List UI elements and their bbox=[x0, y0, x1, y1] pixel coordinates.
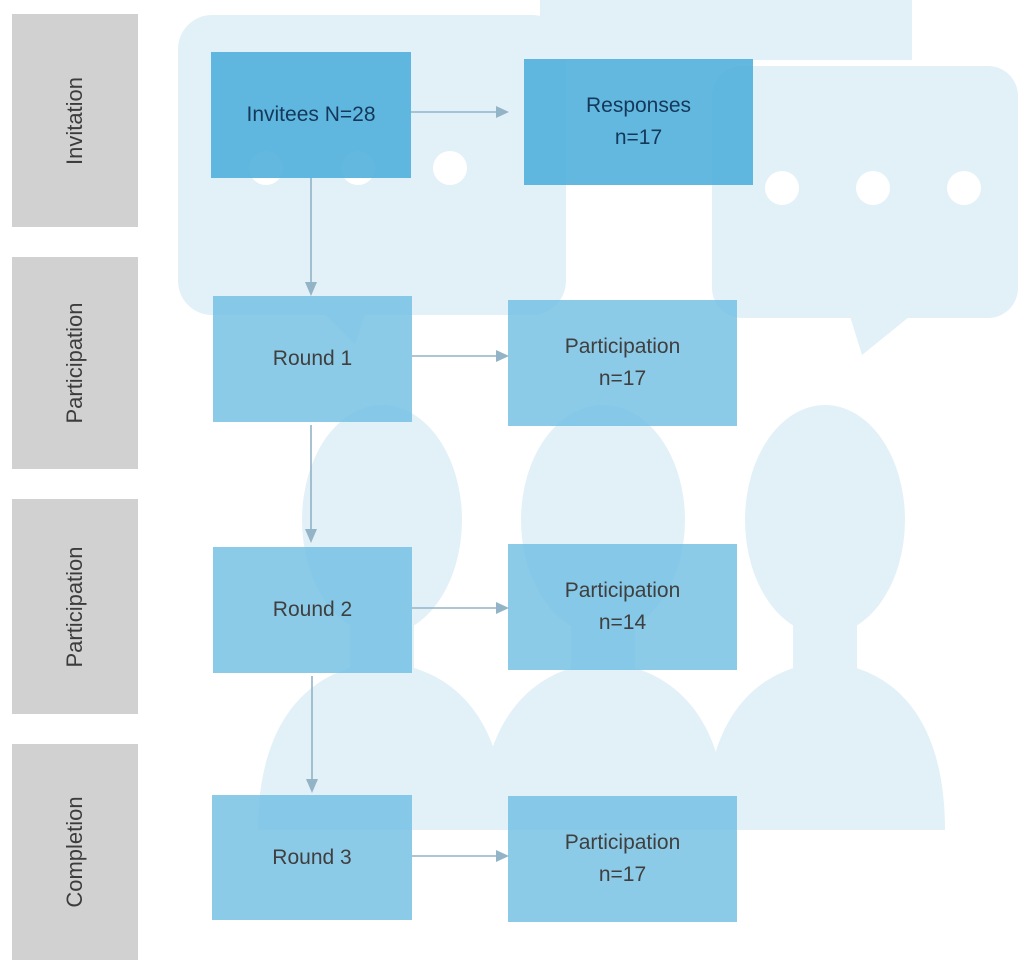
participation-title: Participation bbox=[564, 831, 681, 854]
stage-label-invitation: Invitation bbox=[12, 14, 138, 227]
chat-bubble-back-icon bbox=[540, 0, 912, 60]
round-2-box: Round 2 bbox=[213, 547, 412, 673]
stage-label-text: Completion bbox=[62, 796, 87, 908]
round-1-label: Round 1 bbox=[272, 347, 353, 370]
stage-label-text: Participation bbox=[62, 302, 87, 424]
round-2-label: Round 2 bbox=[272, 598, 353, 621]
round-1-box: Round 1 bbox=[213, 296, 412, 422]
responses-count: n=17 bbox=[614, 126, 663, 149]
stage-label-text: Invitation bbox=[62, 76, 87, 165]
stage-label-participation-1: Participation bbox=[12, 257, 138, 469]
stage-label-participation-2: Participation bbox=[12, 499, 138, 714]
participation-title: Participation bbox=[564, 335, 681, 358]
participation-count: n=17 bbox=[598, 863, 647, 886]
participation-box-2: Participation n=14 bbox=[508, 544, 737, 670]
round-3-box: Round 3 bbox=[212, 795, 412, 920]
stage-label-completion: Completion bbox=[12, 744, 138, 960]
participation-count: n=17 bbox=[598, 367, 647, 390]
participation-title: Participation bbox=[564, 579, 681, 602]
responses-title: Responses bbox=[585, 94, 692, 117]
responses-box: Responses n=17 bbox=[524, 59, 753, 185]
person-icon bbox=[705, 405, 945, 830]
invitees-box: Invitees N=28 bbox=[211, 52, 411, 178]
participation-box-1: Participation n=17 bbox=[508, 300, 737, 426]
chat-bubble-icon bbox=[712, 66, 1018, 355]
participation-count: n=14 bbox=[598, 611, 647, 634]
stage-label-text: Participation bbox=[62, 545, 87, 668]
invitees-label: Invitees N=28 bbox=[246, 103, 376, 126]
round-3-label: Round 3 bbox=[272, 845, 352, 869]
participation-box-3: Participation n=17 bbox=[508, 796, 737, 922]
